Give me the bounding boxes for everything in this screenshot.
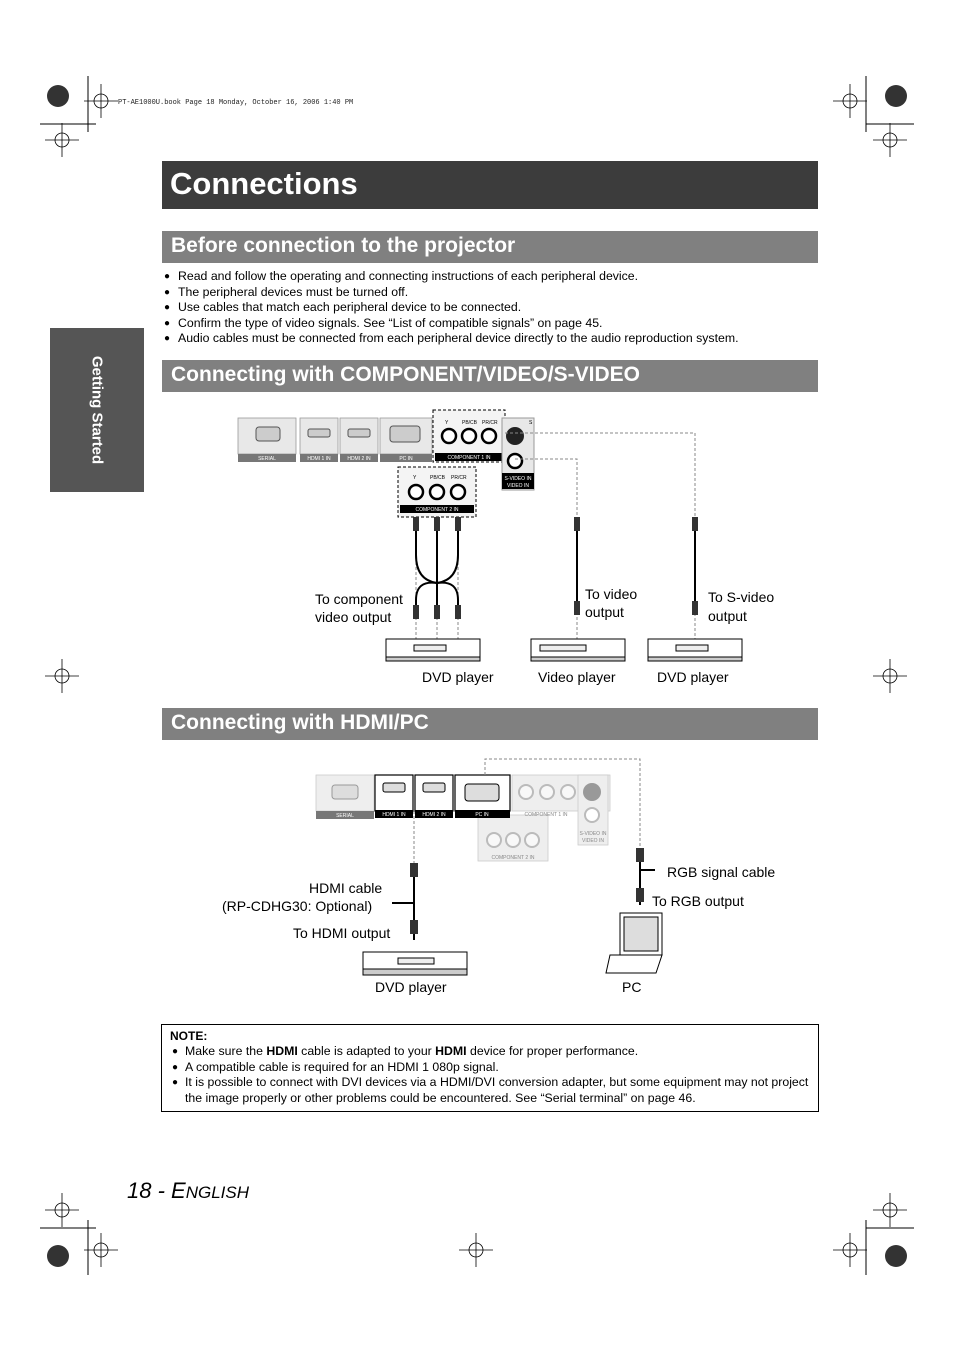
list-item: The peripheral devices must be turned of… <box>164 285 818 301</box>
list-item: Make sure the HDMI cable is adapted to y… <box>172 1044 812 1060</box>
hdmi-cable-label-1: HDMI cable <box>309 880 383 896</box>
to-hdmi-label: To HDMI output <box>293 925 391 941</box>
list-item: Confirm the type of video signals. See “… <box>164 316 818 332</box>
to-svideo-label-1: To S-video <box>708 589 775 605</box>
section-title: Before connection to the projector <box>171 234 516 257</box>
section-header-before-connection: Before connection to the projector <box>162 231 818 263</box>
video-jack-icon <box>506 452 524 470</box>
dvd-player-icon <box>385 638 481 662</box>
video-label: VIDEO IN <box>507 483 529 489</box>
component-connection-diagram: SERIAL HDMI 1 IN HDMI 2 IN PC IN Y PB/CB… <box>237 409 743 662</box>
to-video-label-1: To video <box>585 586 638 602</box>
list-item: Read and follow the operating and connec… <box>164 269 818 285</box>
terminal-label-bar <box>238 454 432 462</box>
serial-label: SERIAL <box>336 813 354 819</box>
device-label-dvd-2: DVD player <box>657 669 729 685</box>
serial-label: SERIAL <box>258 456 276 462</box>
section-header-hdmi-pc: Connecting with HDMI/PC <box>162 708 818 740</box>
language-label: NGLISH <box>185 1183 249 1202</box>
pr-label: PR/CR <box>482 420 498 426</box>
serial-port-icon <box>331 784 359 800</box>
side-tab-label: Getting Started <box>88 355 106 465</box>
svideo-label: S-VIDEO IN <box>580 831 607 837</box>
side-tab: Getting Started <box>50 328 144 492</box>
pc-port-icon <box>389 425 421 443</box>
pc-label: PC IN <box>475 812 489 818</box>
to-component-label-2: video output <box>315 609 392 625</box>
section-title: Connecting with COMPONENT/VIDEO/S-VIDEO <box>171 363 641 386</box>
section-title: Connecting with HDMI/PC <box>171 711 429 734</box>
pc-port-icon <box>464 783 500 802</box>
device-label-pc: PC <box>622 979 642 995</box>
pc-label: PC IN <box>399 456 413 462</box>
page-number: 18 - E <box>127 1178 186 1203</box>
note-list: Make sure the HDMI cable is adapted to y… <box>172 1044 812 1106</box>
plug-icon <box>410 848 644 934</box>
pr-label: PR/CR <box>451 475 467 481</box>
component2-label: COMPONENT 2 IN <box>492 855 535 861</box>
to-component-label-1: To component <box>315 591 403 607</box>
serial-port-icon <box>255 426 281 442</box>
rca-jack-icon <box>440 427 498 445</box>
device-label-dvd: DVD player <box>375 979 447 995</box>
hdmi-port-icon <box>307 428 371 438</box>
to-video-label-2: output <box>585 604 624 620</box>
page-title: Connections <box>170 166 358 201</box>
component1-label: COMPONENT 1 IN <box>525 812 568 818</box>
note-title: NOTE: <box>170 1029 208 1043</box>
hdmi-pc-connection-diagram: SERIAL HDMI 1 IN HDMI 2 IN PC IN COMPONE… <box>315 758 663 976</box>
hdmi1-label: HDMI 1 IN <box>382 812 406 818</box>
terminal-panel <box>237 417 433 455</box>
title-bar: Connections <box>162 161 818 209</box>
note-box: NOTE: Make sure the HDMI cable is adapte… <box>161 1024 819 1112</box>
dvd-player-icon <box>647 638 743 662</box>
list-item: It is possible to connect with DVI devic… <box>172 1075 812 1106</box>
hdmi2-label: HDMI 2 IN <box>422 812 446 818</box>
rgb-cable-label: RGB signal cable <box>667 864 776 880</box>
device-label-video-player: Video player <box>538 669 616 685</box>
section-header-component: Connecting with COMPONENT/VIDEO/S-VIDEO <box>162 360 818 392</box>
page-footer: 18 - ENGLISH <box>127 1178 249 1204</box>
plug-icon <box>413 517 698 619</box>
video-player-icon <box>530 638 626 662</box>
to-svideo-label-2: output <box>708 608 747 624</box>
y-label: Y <box>445 420 449 426</box>
component2-label: COMPONENT 2 IN <box>416 507 459 513</box>
list-item: A compatible cable is required for an HD… <box>172 1060 812 1076</box>
list-item: Audio cables must be connected from each… <box>164 331 818 347</box>
video-label: VIDEO IN <box>582 838 604 844</box>
hdmi1-label: HDMI 1 IN <box>307 456 331 462</box>
list-item: Use cables that match each peripheral de… <box>164 300 818 316</box>
svideo-jack-icon <box>506 427 524 445</box>
pb-label: PB/CB <box>430 475 446 481</box>
dvd-player-icon <box>362 951 468 976</box>
device-label-dvd-1: DVD player <box>422 669 494 685</box>
to-rgb-label: To RGB output <box>652 893 744 909</box>
s-label: S <box>529 420 533 426</box>
precautions-list: Read and follow the operating and connec… <box>164 269 818 347</box>
y-label: Y <box>413 475 417 481</box>
hdmi-port-icon <box>382 782 446 793</box>
laptop-icon <box>605 912 663 974</box>
print-header: PT-AE1000U.book Page 18 Monday, October … <box>118 99 354 107</box>
pb-label: PB/CB <box>462 420 478 426</box>
component1-label: COMPONENT 1 IN <box>448 455 491 461</box>
hdmi-cable-label-2: (RP-CDHG30: Optional) <box>222 898 373 914</box>
hdmi2-label: HDMI 2 IN <box>347 456 371 462</box>
svideo-label: S-VIDEO IN <box>505 476 532 482</box>
